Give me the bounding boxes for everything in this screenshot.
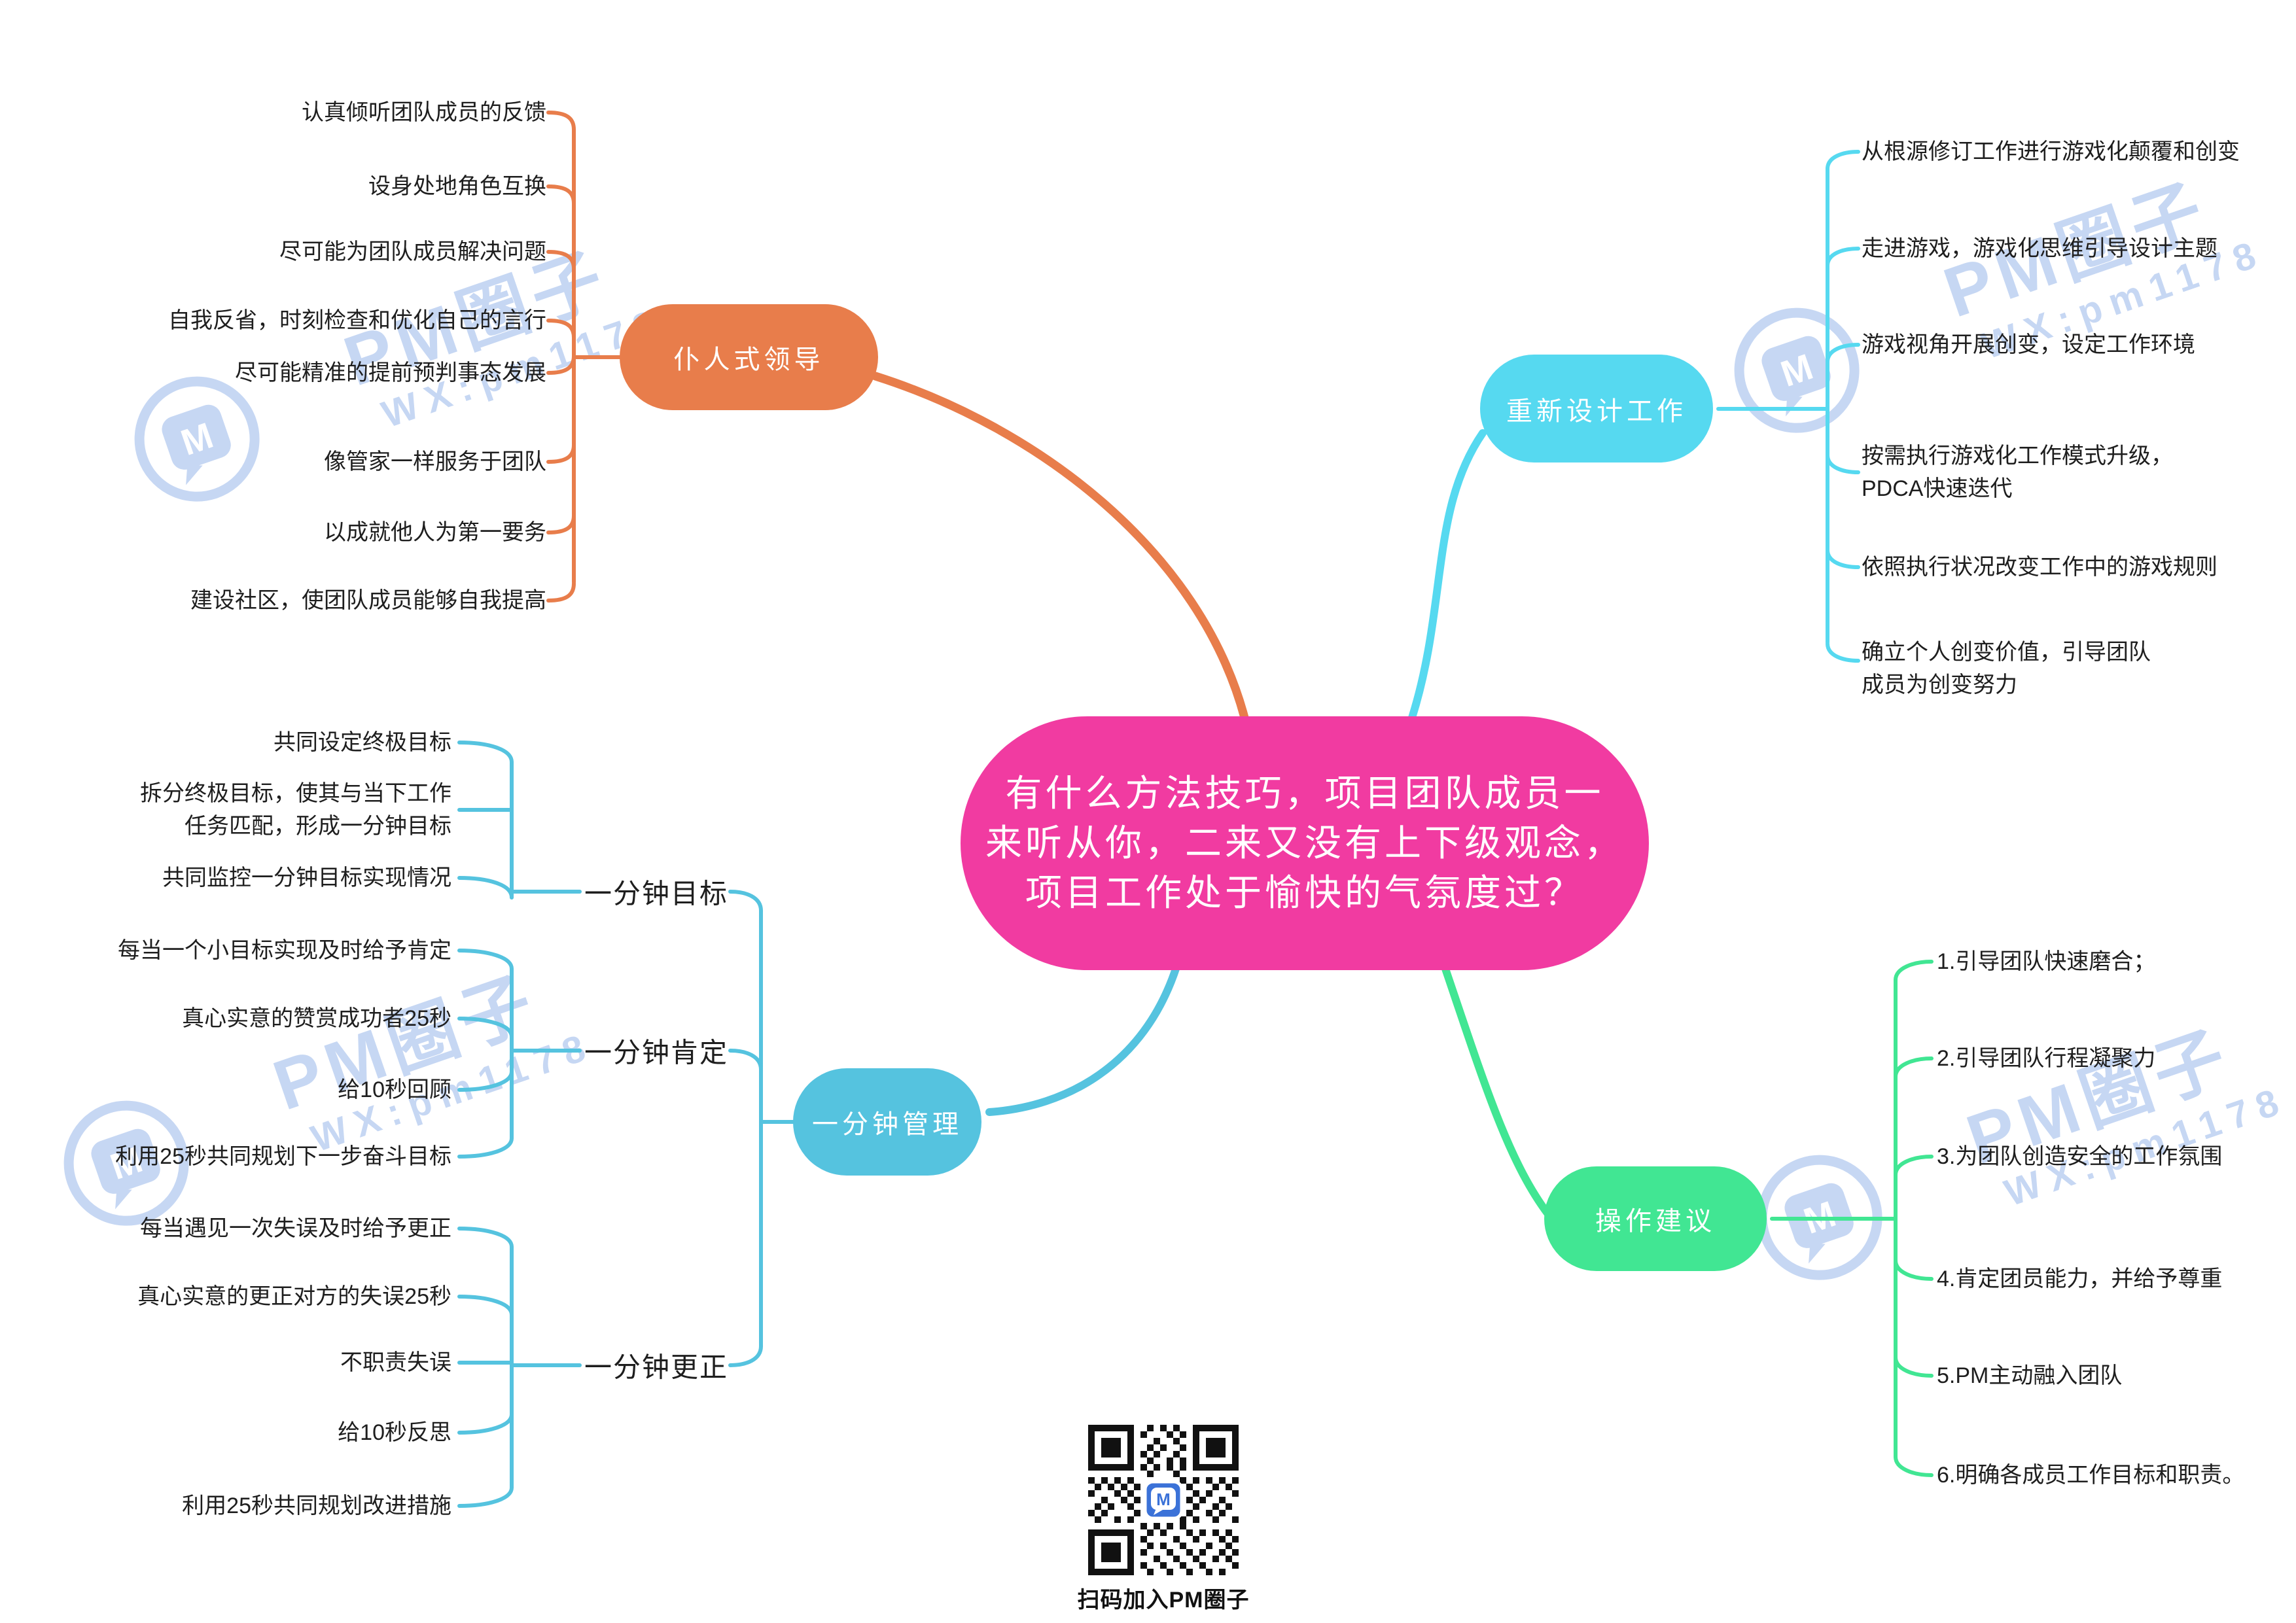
central-topic-line: 项目工作处于愉快的气氛度过？ — [1025, 872, 1584, 913]
topic-item[interactable]: 像管家一样服务于团队 — [324, 449, 546, 474]
branch-one-minute-management[interactable]: 一分钟管理 — [793, 1068, 981, 1176]
central-topic-line: 有什么方法技巧，项目团队成员一 — [1005, 773, 1604, 814]
topic-item[interactable]: 自我反省，时刻检查和优化自己的言行 — [168, 308, 546, 333]
qr-code-image-icon: M — [1088, 1425, 1239, 1575]
edges-servant — [546, 111, 1249, 722]
topic-item[interactable]: 真心实意的更正对方的失误25秒 — [137, 1284, 451, 1309]
topic-item[interactable]: 2.引导团队行程凝聚力 — [1937, 1046, 2156, 1071]
topic-item[interactable]: 共同设定终极目标 — [274, 730, 451, 755]
svg-text:M: M — [1156, 1490, 1171, 1509]
topic-item[interactable]: 认真倾听团队成员的反馈 — [302, 100, 546, 125]
topic-item[interactable]: 5.PM主动融入团队 — [1937, 1363, 2123, 1388]
topic-item[interactable]: 尽可能为团队成员解决问题 — [279, 239, 546, 264]
topic-item[interactable]: 从根源修订工作进行游戏化颠覆和创变 — [1862, 139, 2240, 164]
topic-item[interactable]: 尽可能精准的提前预判事态发展 — [235, 360, 546, 385]
subtopic-one-minute-correction[interactable]: 一分钟更正 — [584, 1352, 729, 1383]
topic-item[interactable]: 1.引导团队快速磨合； — [1937, 949, 2156, 974]
topic-item[interactable]: 以成就他人为第一要务 — [324, 520, 546, 545]
topic-item[interactable]: 走进游戏，游戏化思维引导设计主题 — [1862, 236, 2217, 261]
subtopic-one-minute-goal[interactable]: 一分钟目标 — [584, 878, 729, 909]
topic-item[interactable]: 每当一个小目标实现及时给予肯定 — [118, 938, 451, 963]
topic-item[interactable]: 利用25秒共同规划下一步奋斗目标 — [115, 1144, 451, 1169]
central-topic-line: 来听从你，二来又没有上下级观念， — [985, 822, 1624, 864]
topic-item[interactable]: 6.明确各成员工作目标和职责。 — [1937, 1463, 2245, 1488]
subtopic-one-minute-praise[interactable]: 一分钟肯定 — [584, 1037, 729, 1068]
topic-item[interactable]: 每当遇见一次失误及时给予更正 — [140, 1216, 451, 1241]
branch-servant-leadership[interactable]: 仆人式领导 — [620, 304, 878, 410]
edges-advice — [1441, 960, 1934, 1477]
topic-item[interactable]: 给10秒回顾 — [338, 1077, 451, 1102]
qr-code: M — [1088, 1425, 1239, 1579]
central-topic[interactable]: 有什么方法技巧，项目团队成员一 来听从你，二来又没有上下级观念， 项目工作处于愉… — [961, 716, 1649, 970]
topic-item[interactable]: 设身处地角色互换 — [368, 174, 546, 199]
topic-item[interactable]: 拆分终极目标，使其与当下工作 任务匹配，形成一分钟目标 — [140, 781, 451, 839]
topic-item[interactable]: 共同监控一分钟目标实现情况 — [162, 865, 451, 890]
branch-operation-advice[interactable]: 操作建议 — [1544, 1166, 1767, 1271]
topic-item[interactable]: 确立个人创变价值，引导团队 成员为创变努力 — [1862, 640, 2151, 697]
qr-caption: 扫码加入PM圈子 — [1077, 1588, 1250, 1613]
topic-item[interactable]: 3.为团队创造安全的工作氛围 — [1937, 1144, 2223, 1169]
topic-item[interactable]: 按需执行游戏化工作模式升级， PDCA快速迭代 — [1862, 444, 2173, 501]
topic-item[interactable]: 不职责失误 — [340, 1350, 451, 1375]
edges-minute — [457, 741, 1180, 1508]
topic-item[interactable]: 真心实意的赞赏成功者25秒 — [182, 1006, 451, 1031]
topic-item[interactable]: 4.肯定团员能力，并给予尊重 — [1937, 1266, 2223, 1291]
topic-item[interactable]: 利用25秒共同规划改进措施 — [182, 1493, 451, 1518]
topic-item[interactable]: 给10秒反思 — [338, 1420, 451, 1445]
topic-item[interactable]: 游戏视角开展创变，设定工作环境 — [1862, 332, 2195, 357]
branch-redesign-work[interactable]: 重新设计工作 — [1480, 355, 1713, 462]
topic-item[interactable]: 建设社区，使团队成员能够自我提高 — [190, 588, 546, 613]
topic-item[interactable]: 依照执行状况改变工作中的游戏规则 — [1862, 555, 2217, 580]
